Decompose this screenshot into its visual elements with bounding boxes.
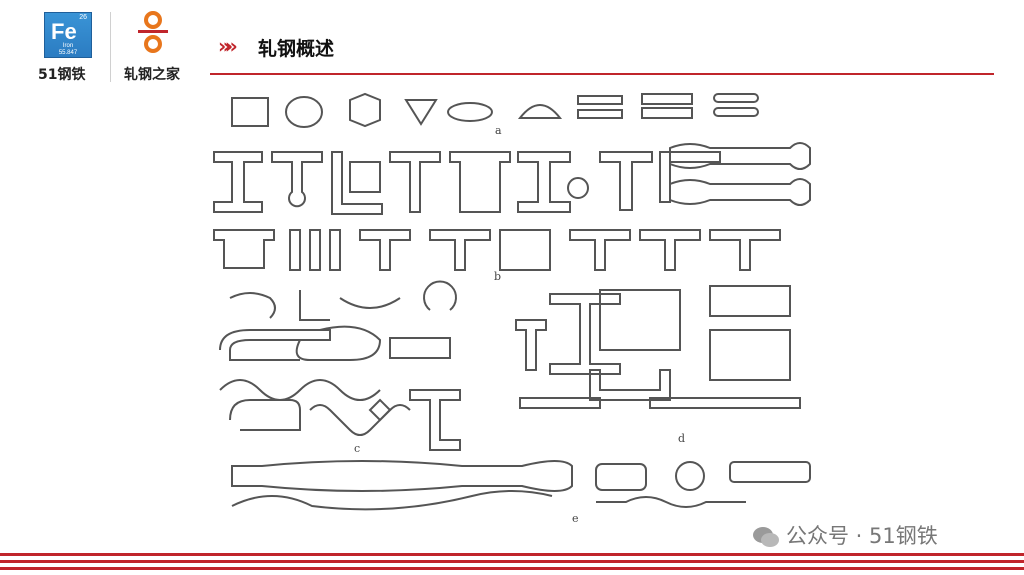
slide-header: 26 Fe Iron 55.847 51钢铁 轧钢之家 »» 轧钢概述: [0, 0, 1024, 90]
wechat-icon: [753, 527, 779, 547]
brand-rolling-home: 轧钢之家: [124, 67, 180, 83]
element-name: Iron: [62, 43, 74, 49]
atomic-mass: 55.847: [58, 50, 78, 56]
simple-sections-group: [231, 92, 759, 128]
bar-sections-group: [231, 460, 811, 511]
element-symbol: Fe: [51, 19, 77, 44]
figure-label-a: a: [495, 124, 502, 137]
rolled-steel-profiles-figure: a b c d e: [213, 92, 811, 525]
title-underline: [210, 73, 994, 75]
atomic-number: 26: [79, 14, 87, 21]
rolling-home-logo-icon: [138, 11, 168, 53]
bent-sections-group: [219, 280, 461, 451]
footer-stripe-2: [0, 560, 1024, 563]
figure-label-e: e: [572, 512, 579, 525]
iron-element-logo: 26 Fe Iron 55.847: [44, 12, 92, 58]
figure-label-b: b: [494, 270, 501, 283]
footer-stripe-1: [0, 553, 1024, 556]
footer-stripe-3: [0, 567, 1024, 570]
brand-51-steel: 51钢铁: [38, 67, 86, 83]
structural-sections-group: [213, 142, 811, 271]
figure-label-d: d: [678, 432, 685, 445]
page-title: 轧钢概述: [258, 38, 335, 60]
header-divider: [110, 12, 111, 82]
beam-sections-group: [515, 285, 801, 409]
watermark-text: 公众号 · 51钢铁: [786, 524, 938, 548]
chevron-arrows-icon: »»: [218, 34, 238, 58]
figure-label-c: c: [354, 442, 360, 455]
